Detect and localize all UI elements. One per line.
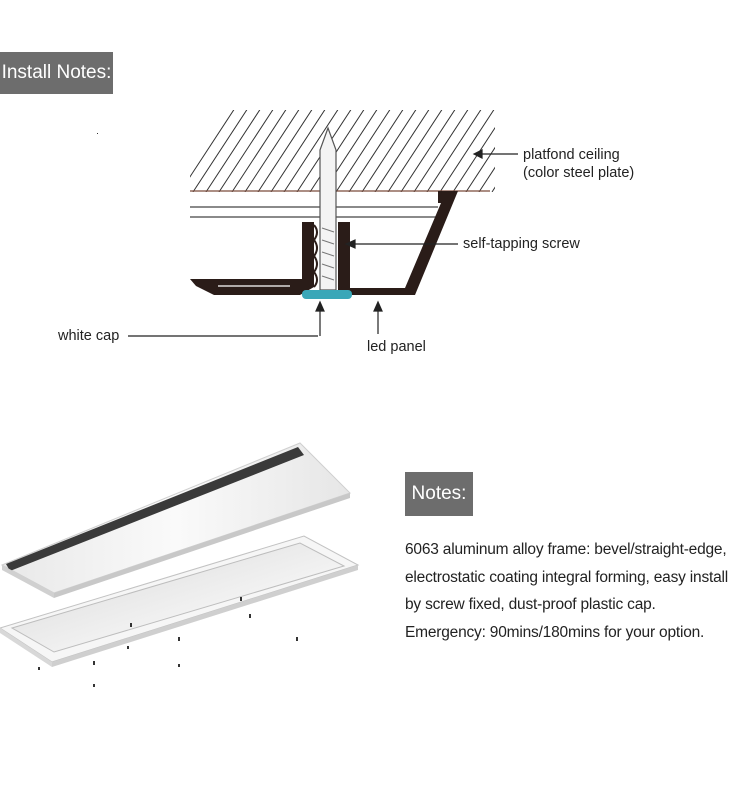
notes-line-4: Emergency: 90mins/180mins for your optio… [405, 623, 705, 641]
frame-profile [340, 191, 458, 295]
callout-cap: white cap [58, 328, 120, 344]
notes-line-3: by screw fixed, dust-proof plastic cap. [405, 596, 656, 613]
callout-ceiling-line2: (color steel plate) [523, 165, 635, 181]
callout-ceiling: platfond ceiling (color steel plate) [523, 146, 634, 182]
callout-screw: self-tapping screw [463, 236, 580, 252]
screw [319, 126, 337, 291]
screw-dots [38, 133, 298, 687]
led-panel-illustration [0, 442, 360, 667]
panel-diffuser [10, 542, 346, 653]
notes-title-text: Notes: [411, 483, 467, 504]
notes-line-1: 6063 aluminum alloy frame: bevel/straigh… [405, 541, 727, 558]
white-cap [302, 290, 352, 299]
notes-title: Notes: [405, 472, 473, 516]
install-notes-title-text: Install Notes: [1, 62, 112, 83]
notes-line-2: electrostatic coating integral forming, … [405, 568, 729, 586]
callout-ceiling-line1: platfond ceiling [523, 147, 620, 163]
notes-body: 6063 aluminum alloy frame: bevel/straigh… [405, 536, 735, 646]
callout-panel: led panel [367, 339, 426, 355]
frame-bottom-plate [190, 222, 314, 295]
install-notes-title: Install Notes: [0, 52, 113, 94]
ceiling-hatching [190, 110, 495, 192]
